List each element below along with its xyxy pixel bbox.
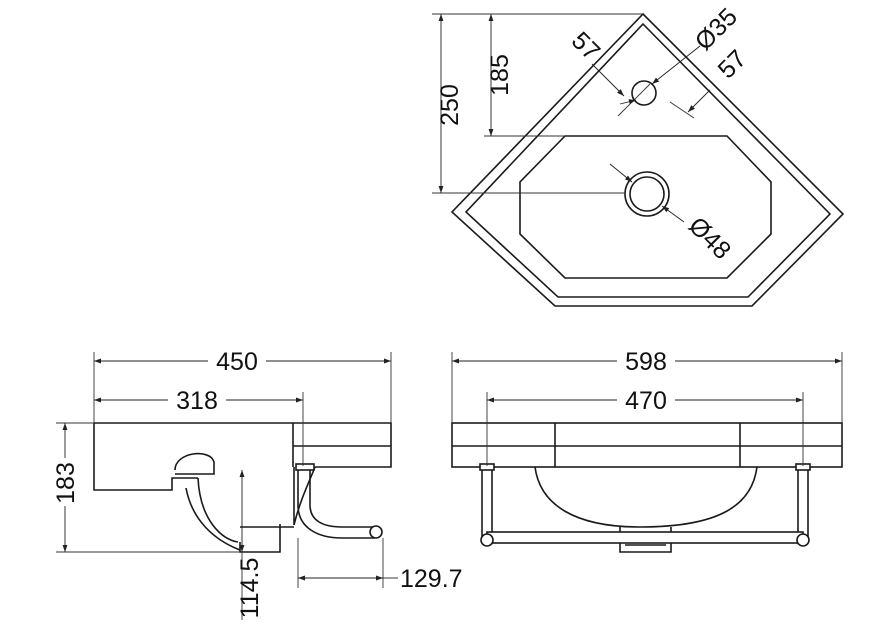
waste-outer	[624, 171, 670, 217]
dim-label-183: 183	[52, 462, 80, 504]
tap-hole	[631, 80, 657, 106]
dim-label-318: 318	[176, 387, 218, 415]
dim-label-d48: Ø48	[683, 212, 736, 265]
side-view: 450 318 183 114.5 129.7	[50, 346, 463, 620]
dim-label-450: 450	[216, 348, 258, 376]
dim-label-129-7: 129.7	[400, 565, 463, 593]
waste-inner	[629, 176, 665, 212]
plan-view: 250 185 57 57 Ø35 Ø48	[432, 3, 845, 307]
basin-outline-outer	[450, 12, 845, 307]
dim-label-250: 250	[436, 84, 464, 126]
front-view: 598 470	[451, 346, 843, 553]
dim-label-470: 470	[625, 387, 667, 415]
dim-label-114-5: 114.5	[236, 558, 264, 619]
basin-outline-inner	[464, 22, 832, 298]
dim-label-598: 598	[625, 348, 667, 376]
dim-label-185: 185	[486, 54, 514, 96]
bowl-octagon	[519, 135, 772, 279]
dim-label-57-right: 57	[713, 45, 752, 84]
